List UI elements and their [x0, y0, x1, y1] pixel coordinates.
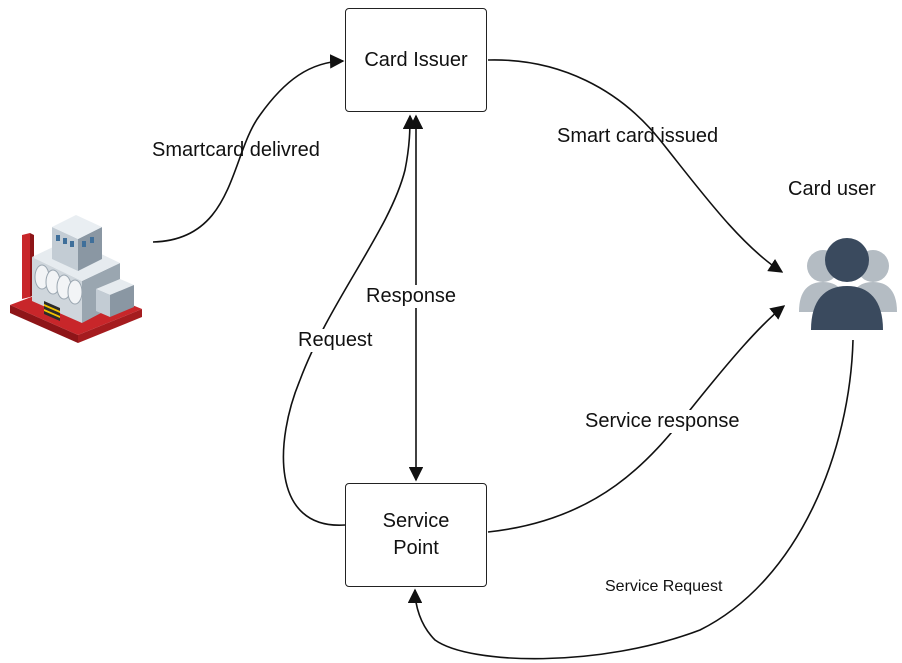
card-user-label: Card user	[788, 178, 876, 200]
card-issuer-label: Card Issuer	[364, 48, 468, 71]
service-response-label: Service response	[583, 410, 742, 433]
smartcard-delivered-label: Smartcard delivred	[152, 139, 320, 161]
edge-service-request	[407, 339, 854, 660]
smart-card-issued-label: Smart card issued	[557, 125, 719, 147]
user-group-icon	[799, 238, 897, 330]
edge-request	[282, 114, 418, 526]
edge-smartcard-delivered	[152, 54, 345, 243]
card-issuer-node: Card Issuer	[345, 8, 487, 112]
request-label: Request	[296, 329, 375, 352]
service-point-node: Service Point	[345, 483, 487, 587]
service-point-label-line1: Service	[382, 510, 450, 532]
service-point-label-line2: Point	[393, 537, 439, 559]
service-request-label: Service Request	[603, 578, 725, 596]
factory-icon	[10, 215, 142, 343]
edge-smart-card-issued	[487, 59, 784, 273]
response-label: Response	[364, 285, 459, 308]
